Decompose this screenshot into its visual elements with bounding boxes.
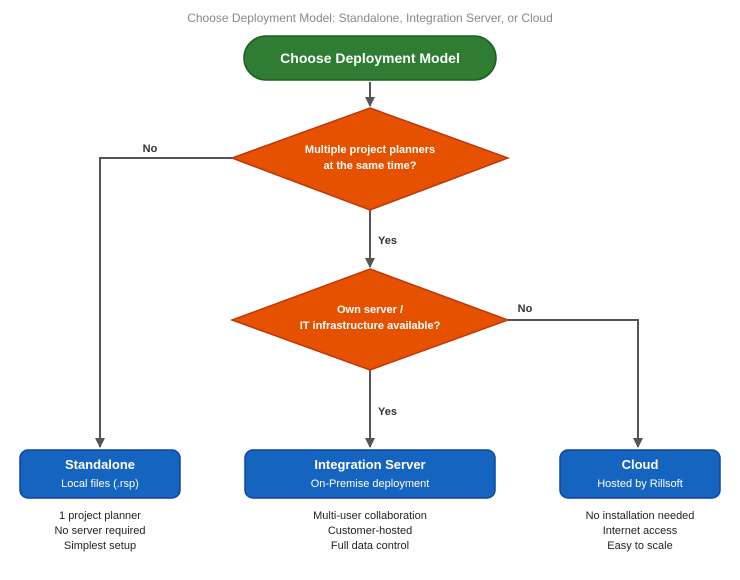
outcome-standalone-subtitle: Local files (.rsp) <box>61 478 139 490</box>
outcome-cloud: Cloud Hosted by Rillsoft <box>559 449 721 499</box>
decision-own-server-line1: Own server / <box>337 304 403 316</box>
decision-own-server: Own server / IT infrastructure available… <box>229 268 511 371</box>
cloud-note: Internet access <box>603 525 678 537</box>
integration-note: Full data control <box>331 540 409 552</box>
edge-label-planners-no: No <box>143 143 158 155</box>
diagram-title: Choose Deployment Model: Standalone, Int… <box>187 11 553 25</box>
start-node: Choose Deployment Model <box>243 35 497 81</box>
edge-label-planners-yes: Yes <box>378 235 397 247</box>
cloud-note: No installation needed <box>586 510 695 522</box>
integration-note: Multi-user collaboration <box>313 510 427 522</box>
outcome-cloud-title: Cloud <box>622 457 659 472</box>
outcome-integration-server: Integration Server On-Premise deployment <box>244 449 496 499</box>
decision-own-server-line2: IT infrastructure available? <box>300 320 441 332</box>
edge-server-no <box>508 319 643 448</box>
edge-label-server-no: No <box>518 303 533 315</box>
standalone-note: No server required <box>54 525 145 537</box>
standalone-note: 1 project planner <box>59 510 141 522</box>
edge-label-server-yes: Yes <box>378 406 397 418</box>
outcome-standalone: Standalone Local files (.rsp) <box>19 449 181 499</box>
outcome-standalone-title: Standalone <box>65 457 135 472</box>
decision-multiple-planners: Multiple project planners at the same ti… <box>229 107 511 211</box>
decision-multiple-planners-line2: at the same time? <box>324 160 417 172</box>
edge-planners-no <box>95 157 232 448</box>
cloud-note: Easy to scale <box>607 540 672 552</box>
outcome-integration-subtitle: On-Premise deployment <box>311 478 430 490</box>
outcome-integration-title: Integration Server <box>314 457 425 472</box>
start-node-label: Choose Deployment Model <box>280 50 460 66</box>
outcome-cloud-subtitle: Hosted by Rillsoft <box>597 478 683 490</box>
integration-note: Customer-hosted <box>328 525 412 537</box>
decision-multiple-planners-line1: Multiple project planners <box>305 144 435 156</box>
standalone-note: Simplest setup <box>64 540 136 552</box>
